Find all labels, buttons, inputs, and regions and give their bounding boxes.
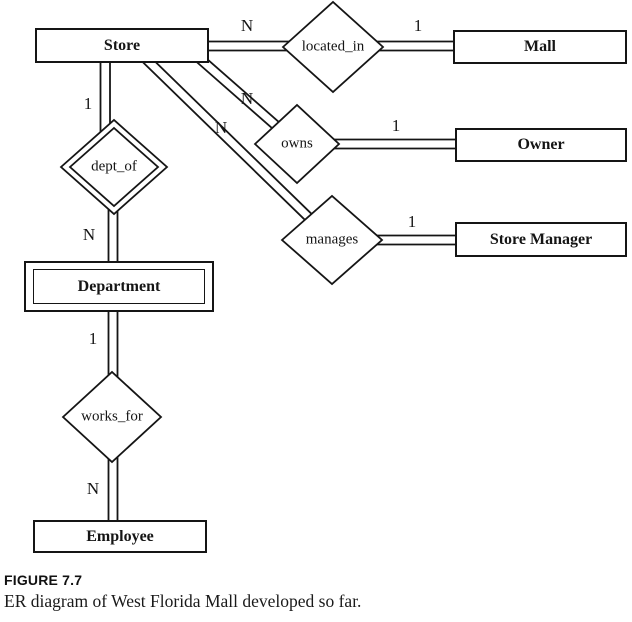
owns-diamond — [253, 103, 341, 185]
cardinality-store-dept-of: 1 — [83, 94, 93, 113]
cardinality-located-in-mall: 1 — [413, 16, 423, 35]
cardinality-owns-owner: 1 — [391, 116, 401, 135]
relationship-works-for-label: works_for — [81, 408, 143, 425]
works-for-diamond — [61, 370, 163, 464]
figure-caption-text: ER diagram of West Florida Mall develope… — [4, 591, 362, 611]
entity-store-manager-label: Store Manager — [489, 230, 593, 248]
cardinality-department-works-for: 1 — [88, 329, 98, 348]
figure-caption: FIGURE 7.7 ER diagram of West Florida Ma… — [4, 572, 361, 612]
cardinality-store-owns: N — [240, 89, 254, 108]
entity-employee-label: Employee — [86, 527, 154, 545]
relationship-manages-label: manages — [305, 231, 359, 248]
cardinality-store-located-in: N — [240, 16, 254, 35]
relationship-located-in-label: located_in — [301, 38, 365, 55]
cardinality-works-for-employee: N — [86, 479, 100, 498]
entity-mall: Mall — [453, 30, 627, 64]
figure-caption-label: FIGURE 7.7 — [4, 572, 83, 588]
entity-mall-label: Mall — [524, 38, 556, 55]
entity-owner-label: Owner — [517, 136, 565, 153]
cardinality-store-manages: N — [214, 118, 228, 137]
entity-employee: Employee — [33, 520, 207, 553]
entity-store: Store — [35, 28, 209, 63]
relationship-owns-label: owns — [281, 135, 313, 152]
entity-department-label: Department — [77, 277, 161, 295]
entity-owner: Owner — [455, 128, 627, 162]
cardinality-dept-of-department: N — [82, 225, 96, 244]
located-in-diamond — [281, 0, 385, 94]
entity-department-inner-box: Department — [33, 269, 205, 304]
owns-owner-connector — [320, 138, 458, 150]
cardinality-manages-store-manager: 1 — [407, 212, 417, 231]
entity-store-manager: Store Manager — [455, 222, 627, 257]
relationship-dept-of-label: dept_of — [91, 158, 137, 175]
manages-diamond — [280, 194, 384, 286]
entity-store-label: Store — [103, 36, 141, 54]
store-manages-connector — [132, 45, 336, 244]
entity-department: Department — [24, 261, 214, 312]
dept-of-diamond-inner — [68, 126, 160, 208]
